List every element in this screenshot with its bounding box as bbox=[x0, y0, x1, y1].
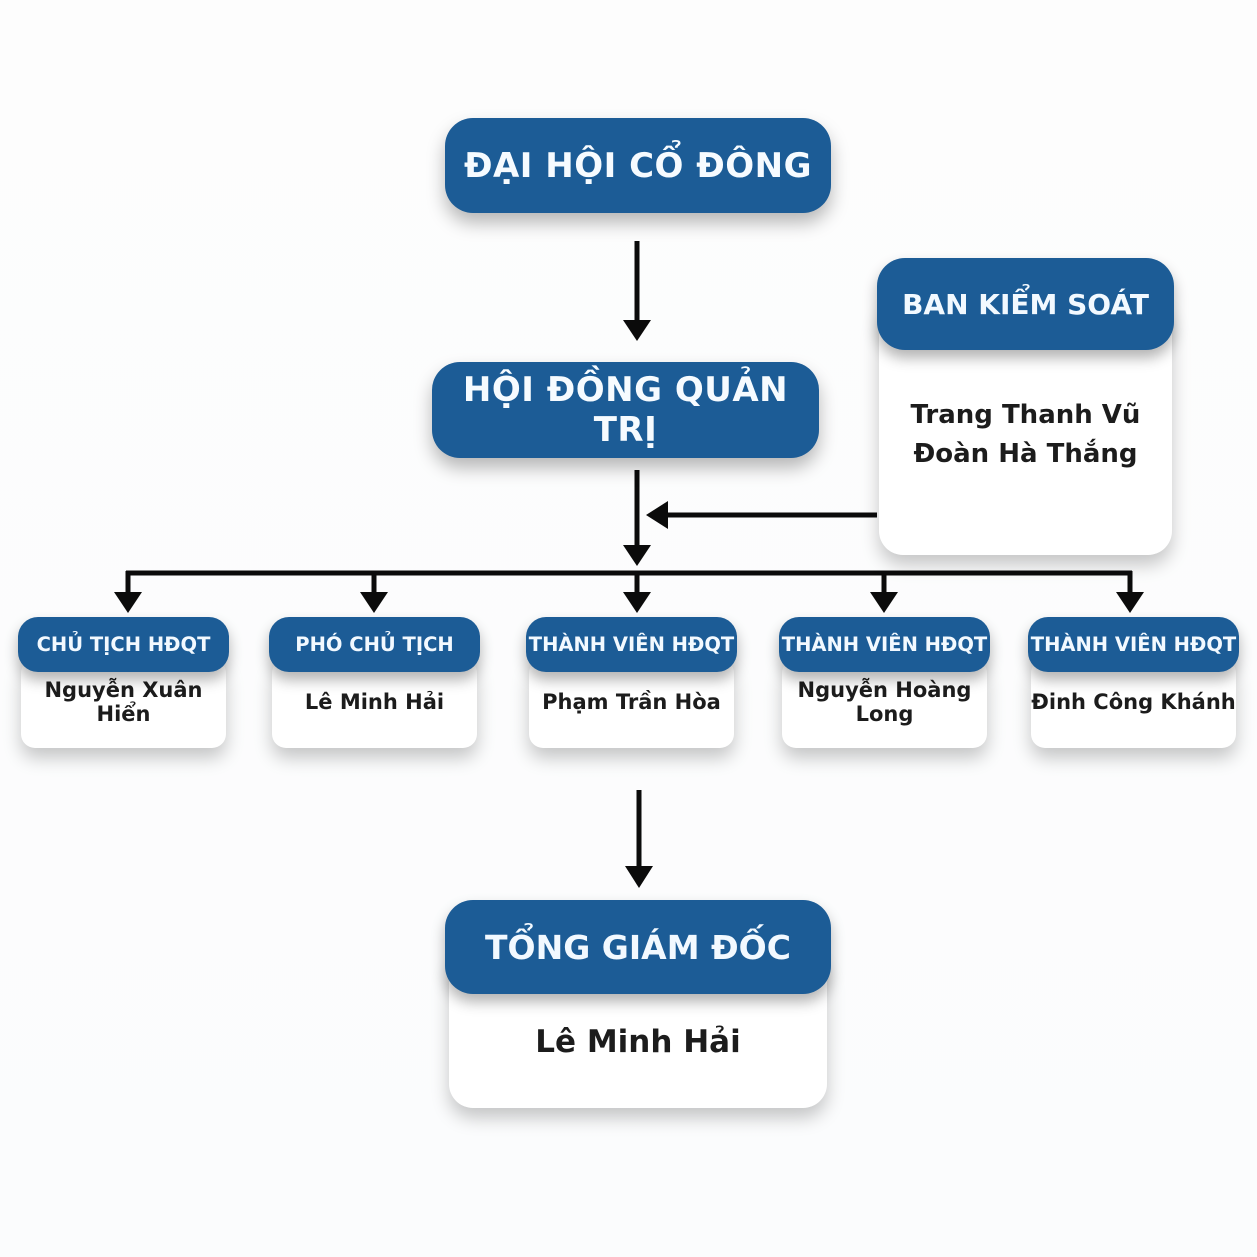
connector-drop-2 bbox=[360, 573, 388, 613]
node-supervisory: Trang Thanh Vũ Đoàn Hà Thắng BAN KIỂM SO… bbox=[877, 258, 1174, 555]
node-vice-chairman: Lê Minh Hải PHÓ CHỦ TỊCH bbox=[269, 617, 480, 750]
connector-supervisory-to-board bbox=[646, 501, 877, 529]
ceo-title: TỔNG GIÁM ĐỐC bbox=[445, 900, 831, 994]
connector-drop-4 bbox=[870, 573, 898, 613]
connector-drop-3 bbox=[623, 573, 651, 613]
node-board-member-1: Phạm Trần Hòa THÀNH VIÊN HĐQT bbox=[526, 617, 737, 750]
member-name: Nguyễn Xuân Hiển bbox=[21, 659, 226, 748]
node-board-member-2: Nguyễn Hoàng Long THÀNH VIÊN HĐQT bbox=[779, 617, 990, 750]
node-board-member-3: Đinh Công Khánh THÀNH VIÊN HĐQT bbox=[1028, 617, 1239, 750]
supervisory-member: Đoàn Hà Thắng bbox=[913, 439, 1138, 469]
supervisory-title: BAN KIỂM SOÁT bbox=[877, 258, 1174, 350]
member-name: Lê Minh Hải bbox=[272, 659, 477, 748]
node-shareholders-label: ĐẠI HỘI CỔ ĐÔNG bbox=[463, 145, 813, 186]
node-ceo: Lê Minh Hải TỔNG GIÁM ĐỐC bbox=[445, 900, 831, 1108]
member-title: THÀNH VIÊN HĐQT bbox=[1028, 617, 1239, 672]
connector-member-to-ceo bbox=[625, 790, 653, 888]
node-board-label: HỘI ĐỒNG QUẢN TRỊ bbox=[462, 370, 789, 450]
member-name: Đinh Công Khánh bbox=[1031, 659, 1236, 748]
supervisory-member: Trang Thanh Vũ bbox=[910, 400, 1141, 430]
member-title: THÀNH VIÊN HĐQT bbox=[779, 617, 990, 672]
connector-distribution-line bbox=[125, 570, 1133, 576]
node-chairman: Nguyễn Xuân Hiển CHỦ TỊCH HĐQT bbox=[18, 617, 229, 750]
connector-shareholders-to-board bbox=[623, 241, 651, 341]
connector-drop-1 bbox=[114, 573, 142, 613]
member-title: CHỦ TỊCH HĐQT bbox=[18, 617, 229, 672]
node-board: HỘI ĐỒNG QUẢN TRỊ bbox=[432, 362, 819, 458]
member-title: PHÓ CHỦ TỊCH bbox=[269, 617, 480, 672]
member-name: Nguyễn Hoàng Long bbox=[782, 659, 987, 748]
connector-board-to-junction bbox=[623, 470, 651, 566]
node-shareholders: ĐẠI HỘI CỔ ĐÔNG bbox=[445, 118, 831, 213]
member-title: THÀNH VIÊN HĐQT bbox=[526, 617, 737, 672]
member-name: Phạm Trần Hòa bbox=[529, 659, 734, 748]
connector-drop-5 bbox=[1116, 573, 1144, 613]
